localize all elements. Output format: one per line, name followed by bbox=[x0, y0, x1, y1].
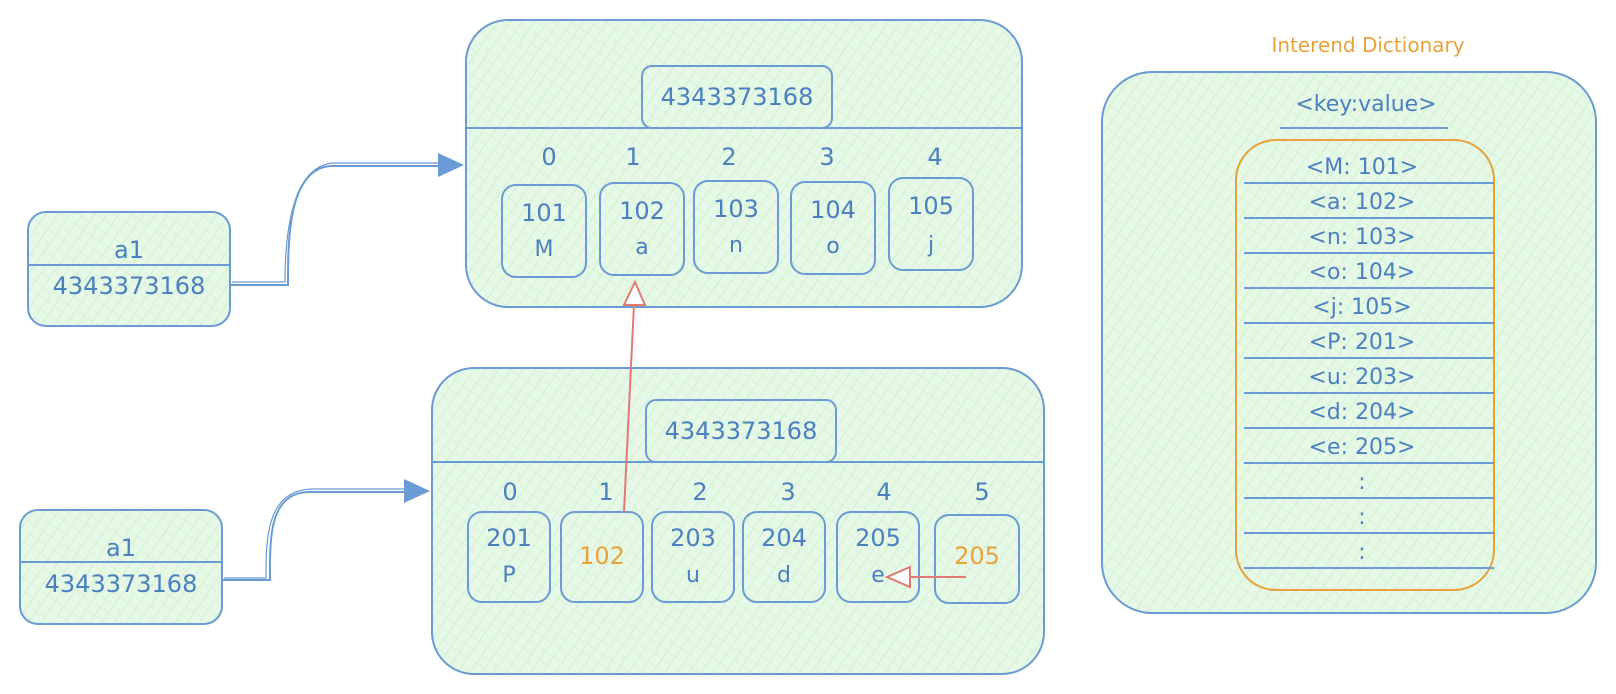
bottom-cell-5: 205 bbox=[934, 514, 1020, 604]
variable-box-bottom: a1 4343373168 bbox=[19, 509, 223, 625]
variable-name: a1 bbox=[106, 534, 136, 562]
bottom-cell-3: 204 d bbox=[742, 511, 826, 603]
dictionary-row: <P: 201> bbox=[1309, 330, 1416, 355]
dictionary-row: <j: 105> bbox=[1312, 295, 1411, 320]
top-array-block: 4343373168 0 1 2 3 4 101 M 102 a 103 n 1… bbox=[465, 19, 1023, 308]
arrow-var-bottom-to-bottom-array bbox=[222, 479, 430, 581]
cell-char: n bbox=[729, 233, 743, 258]
bottom-index: 1 bbox=[598, 478, 613, 506]
cell-reference-value: 102 bbox=[579, 542, 625, 570]
cell-char: P bbox=[502, 563, 515, 588]
top-index: 3 bbox=[819, 143, 834, 171]
bottom-index: 0 bbox=[502, 478, 517, 506]
dictionary-row: <n: 103> bbox=[1308, 225, 1415, 250]
bottom-cell-1: 102 bbox=[560, 511, 644, 603]
reference-arrow-102 bbox=[622, 279, 647, 513]
dictionary-row: : bbox=[1358, 470, 1365, 495]
variable-value: 4343373168 bbox=[53, 272, 206, 300]
dictionary-row: <M: 101> bbox=[1306, 155, 1418, 180]
top-cell-1: 102 a bbox=[599, 182, 685, 276]
bottom-index: 2 bbox=[692, 478, 707, 506]
dictionary-row: <a: 102> bbox=[1309, 190, 1416, 215]
bottom-array-address-box bbox=[645, 399, 837, 463]
dictionary-row: <d: 204> bbox=[1308, 400, 1415, 425]
top-index: 0 bbox=[541, 143, 556, 171]
cell-reference-value: 205 bbox=[954, 542, 1000, 570]
dictionary-row: <e: 205> bbox=[1309, 435, 1416, 460]
cell-value: 105 bbox=[908, 192, 954, 220]
cell-char: j bbox=[927, 233, 934, 258]
reference-arrow-205 bbox=[884, 565, 966, 589]
bottom-index: 3 bbox=[780, 478, 795, 506]
cell-char: u bbox=[686, 563, 700, 588]
dictionary-row: : bbox=[1358, 540, 1365, 565]
dictionary-title: Interend Dictionary bbox=[1271, 33, 1464, 57]
bottom-cell-2: 203 u bbox=[651, 511, 735, 603]
variable-value: 4343373168 bbox=[45, 570, 198, 598]
dictionary-row: <o: 104> bbox=[1309, 260, 1416, 285]
top-index: 1 bbox=[625, 143, 640, 171]
cell-value: 101 bbox=[521, 199, 567, 227]
bottom-cell-4: 205 e bbox=[836, 511, 920, 603]
interned-dictionary: Interend Dictionary <key:value> <M: 101>… bbox=[1101, 33, 1597, 614]
top-index: 2 bbox=[721, 143, 736, 171]
cell-char: a bbox=[635, 235, 648, 260]
cell-value: 103 bbox=[713, 195, 759, 223]
dictionary-row: : bbox=[1358, 505, 1365, 530]
bottom-index: 5 bbox=[974, 478, 989, 506]
bottom-index: 4 bbox=[876, 478, 891, 506]
cell-value: 201 bbox=[486, 524, 532, 552]
cell-value: 205 bbox=[855, 524, 901, 552]
cell-char: e bbox=[871, 563, 885, 588]
dictionary-rows: <M: 101> <a: 102> <n: 103> <o: 104> <j: 105>… bbox=[1244, 155, 1494, 569]
cell-char: d bbox=[777, 563, 791, 588]
bottom-array-address: 4343373168 bbox=[665, 417, 818, 445]
cell-value: 203 bbox=[670, 524, 716, 552]
top-cell-2: 103 n bbox=[693, 180, 779, 274]
bottom-array-block: 4343373168 0 1 2 3 4 5 201 P 102 203 u 2… bbox=[431, 367, 1045, 675]
top-cell-0: 101 M bbox=[501, 184, 587, 278]
cell-value: 204 bbox=[761, 524, 807, 552]
dictionary-row: <u: 203> bbox=[1308, 365, 1415, 390]
cell-char: o bbox=[826, 234, 839, 259]
arrow-var-top-to-top-array bbox=[230, 153, 464, 286]
bottom-cell-0: 201 P bbox=[467, 511, 551, 603]
cell-value: 104 bbox=[810, 196, 856, 224]
top-array-address-box bbox=[641, 65, 833, 129]
top-cell-3: 104 o bbox=[790, 181, 876, 275]
cell-value: 102 bbox=[619, 197, 665, 225]
dictionary-header: <key:value> bbox=[1295, 92, 1436, 117]
top-array-address: 4343373168 bbox=[661, 83, 814, 111]
variable-name: a1 bbox=[114, 236, 144, 264]
top-cell-4: 105 j bbox=[888, 177, 974, 271]
top-index: 4 bbox=[927, 143, 942, 171]
variable-box-top: a1 4343373168 bbox=[27, 211, 231, 327]
cell-char: M bbox=[535, 237, 554, 262]
